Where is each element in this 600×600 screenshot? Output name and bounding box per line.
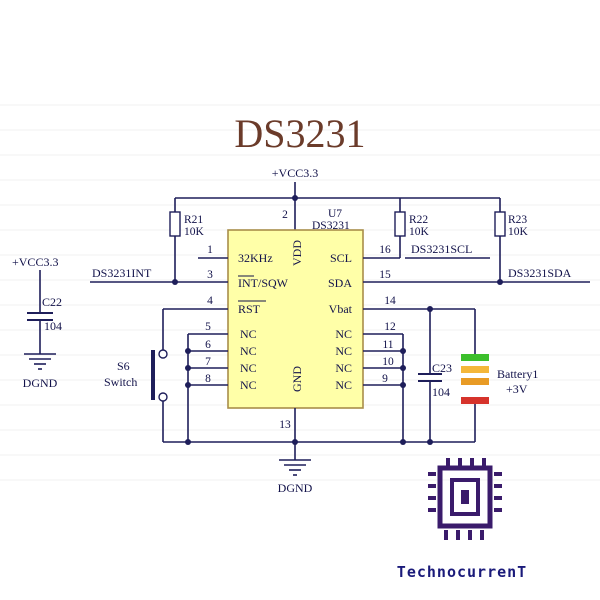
pin-name-nc-6: NC: [240, 344, 257, 358]
pin-name-nc-12: NC: [335, 327, 352, 341]
pin-name-scl: SCL: [330, 251, 352, 265]
pin-name-vdd: VDD: [290, 240, 304, 266]
pin-num-15: 15: [379, 269, 391, 281]
pin-num-9: 9: [382, 373, 388, 385]
switch-ref: S6: [117, 359, 130, 373]
net-label-scl: DS3231SCL: [411, 242, 472, 256]
pin-num-12: 12: [384, 321, 396, 333]
battery-cell-2: [461, 366, 489, 373]
r23-ref: R23: [508, 214, 527, 226]
power-vcc-top: +VCC3.3: [272, 166, 318, 201]
pin-name-nc-11: NC: [335, 344, 352, 358]
pin-name-int-sqw: INT/SQW: [238, 276, 289, 290]
pin-num-10: 10: [382, 356, 394, 368]
capacitor-c22: +VCC3.3 C22 104 DGND: [12, 255, 62, 390]
battery-cell-3: [461, 378, 489, 385]
capacitor-c23: C23 104: [418, 309, 452, 445]
pin-num-11: 11: [382, 339, 393, 351]
pin-name-rst: RST: [238, 302, 261, 316]
resistor-r22: R22 10K: [394, 198, 430, 258]
battery-cell-4: [461, 397, 489, 404]
switch-s6: S6 Switch: [104, 309, 168, 442]
r23-value: 10K: [508, 226, 529, 238]
switch-label: Switch: [104, 375, 137, 389]
ground-label-left: DGND: [23, 376, 58, 390]
chip-part: DS3231: [312, 220, 350, 232]
chip-ref: U7: [328, 208, 342, 220]
pin-name-32khz: 32KHz: [238, 251, 273, 265]
r22-value: 10K: [409, 226, 430, 238]
battery-ref: Battery1: [497, 367, 538, 381]
brand-name: TechnocurrenT: [397, 563, 527, 581]
pin-num-3: 3: [207, 269, 213, 281]
pin-name-nc-7: NC: [240, 361, 257, 375]
technocurrent-logo: [428, 458, 502, 540]
c22-ref: C22: [42, 295, 62, 309]
pin-name-sda: SDA: [328, 276, 352, 290]
diagram-title: DS3231: [234, 111, 365, 156]
c23-ref: C23: [432, 361, 452, 375]
pin-num-7: 7: [205, 356, 211, 368]
battery-1: Battery1 +3V: [461, 309, 538, 442]
pin-name-nc-5: NC: [240, 327, 257, 341]
pin-name-gnd: GND: [290, 366, 304, 392]
ground-symbol-bottom: DGND: [278, 459, 313, 495]
r21-value: 10K: [184, 226, 205, 238]
pin-num-1: 1: [207, 244, 213, 256]
pin-name-nc-10: NC: [335, 361, 352, 375]
pin-name-vbat: Vbat: [329, 302, 353, 316]
r22-ref: R22: [409, 214, 428, 226]
power-label-left: +VCC3.3: [12, 255, 58, 269]
pin-num-8: 8: [205, 373, 211, 385]
pin-name-nc-8: NC: [240, 378, 257, 392]
chip-body: [227, 229, 364, 409]
battery-cell-1: [461, 354, 489, 361]
pin-num-14: 14: [384, 295, 396, 307]
battery-value: +3V: [506, 382, 528, 396]
pin-num-vdd: 2: [282, 209, 288, 221]
resistor-r21: R21 10K: [169, 198, 205, 282]
pin-num-16: 16: [379, 244, 391, 256]
c22-value: 104: [44, 319, 62, 333]
r21-ref: R21: [184, 214, 203, 226]
c23-value: 104: [432, 385, 450, 399]
pin-num-5: 5: [205, 321, 211, 333]
pin-name-nc-9: NC: [335, 378, 352, 392]
net-label-int: DS3231INT: [92, 266, 152, 280]
chip-u7: U7 DS3231 32KHz INT/SQW RST NC NC NC NC …: [227, 208, 364, 409]
net-label-sda: DS3231SDA: [508, 266, 572, 280]
pin-num-4: 4: [207, 295, 213, 307]
pin-num-6: 6: [205, 339, 211, 351]
ground-label-bottom: DGND: [278, 481, 313, 495]
pin-num-13: 13: [279, 419, 291, 431]
power-label-top: +VCC3.3: [272, 166, 318, 180]
resistor-r23: R23 10K: [494, 198, 529, 282]
